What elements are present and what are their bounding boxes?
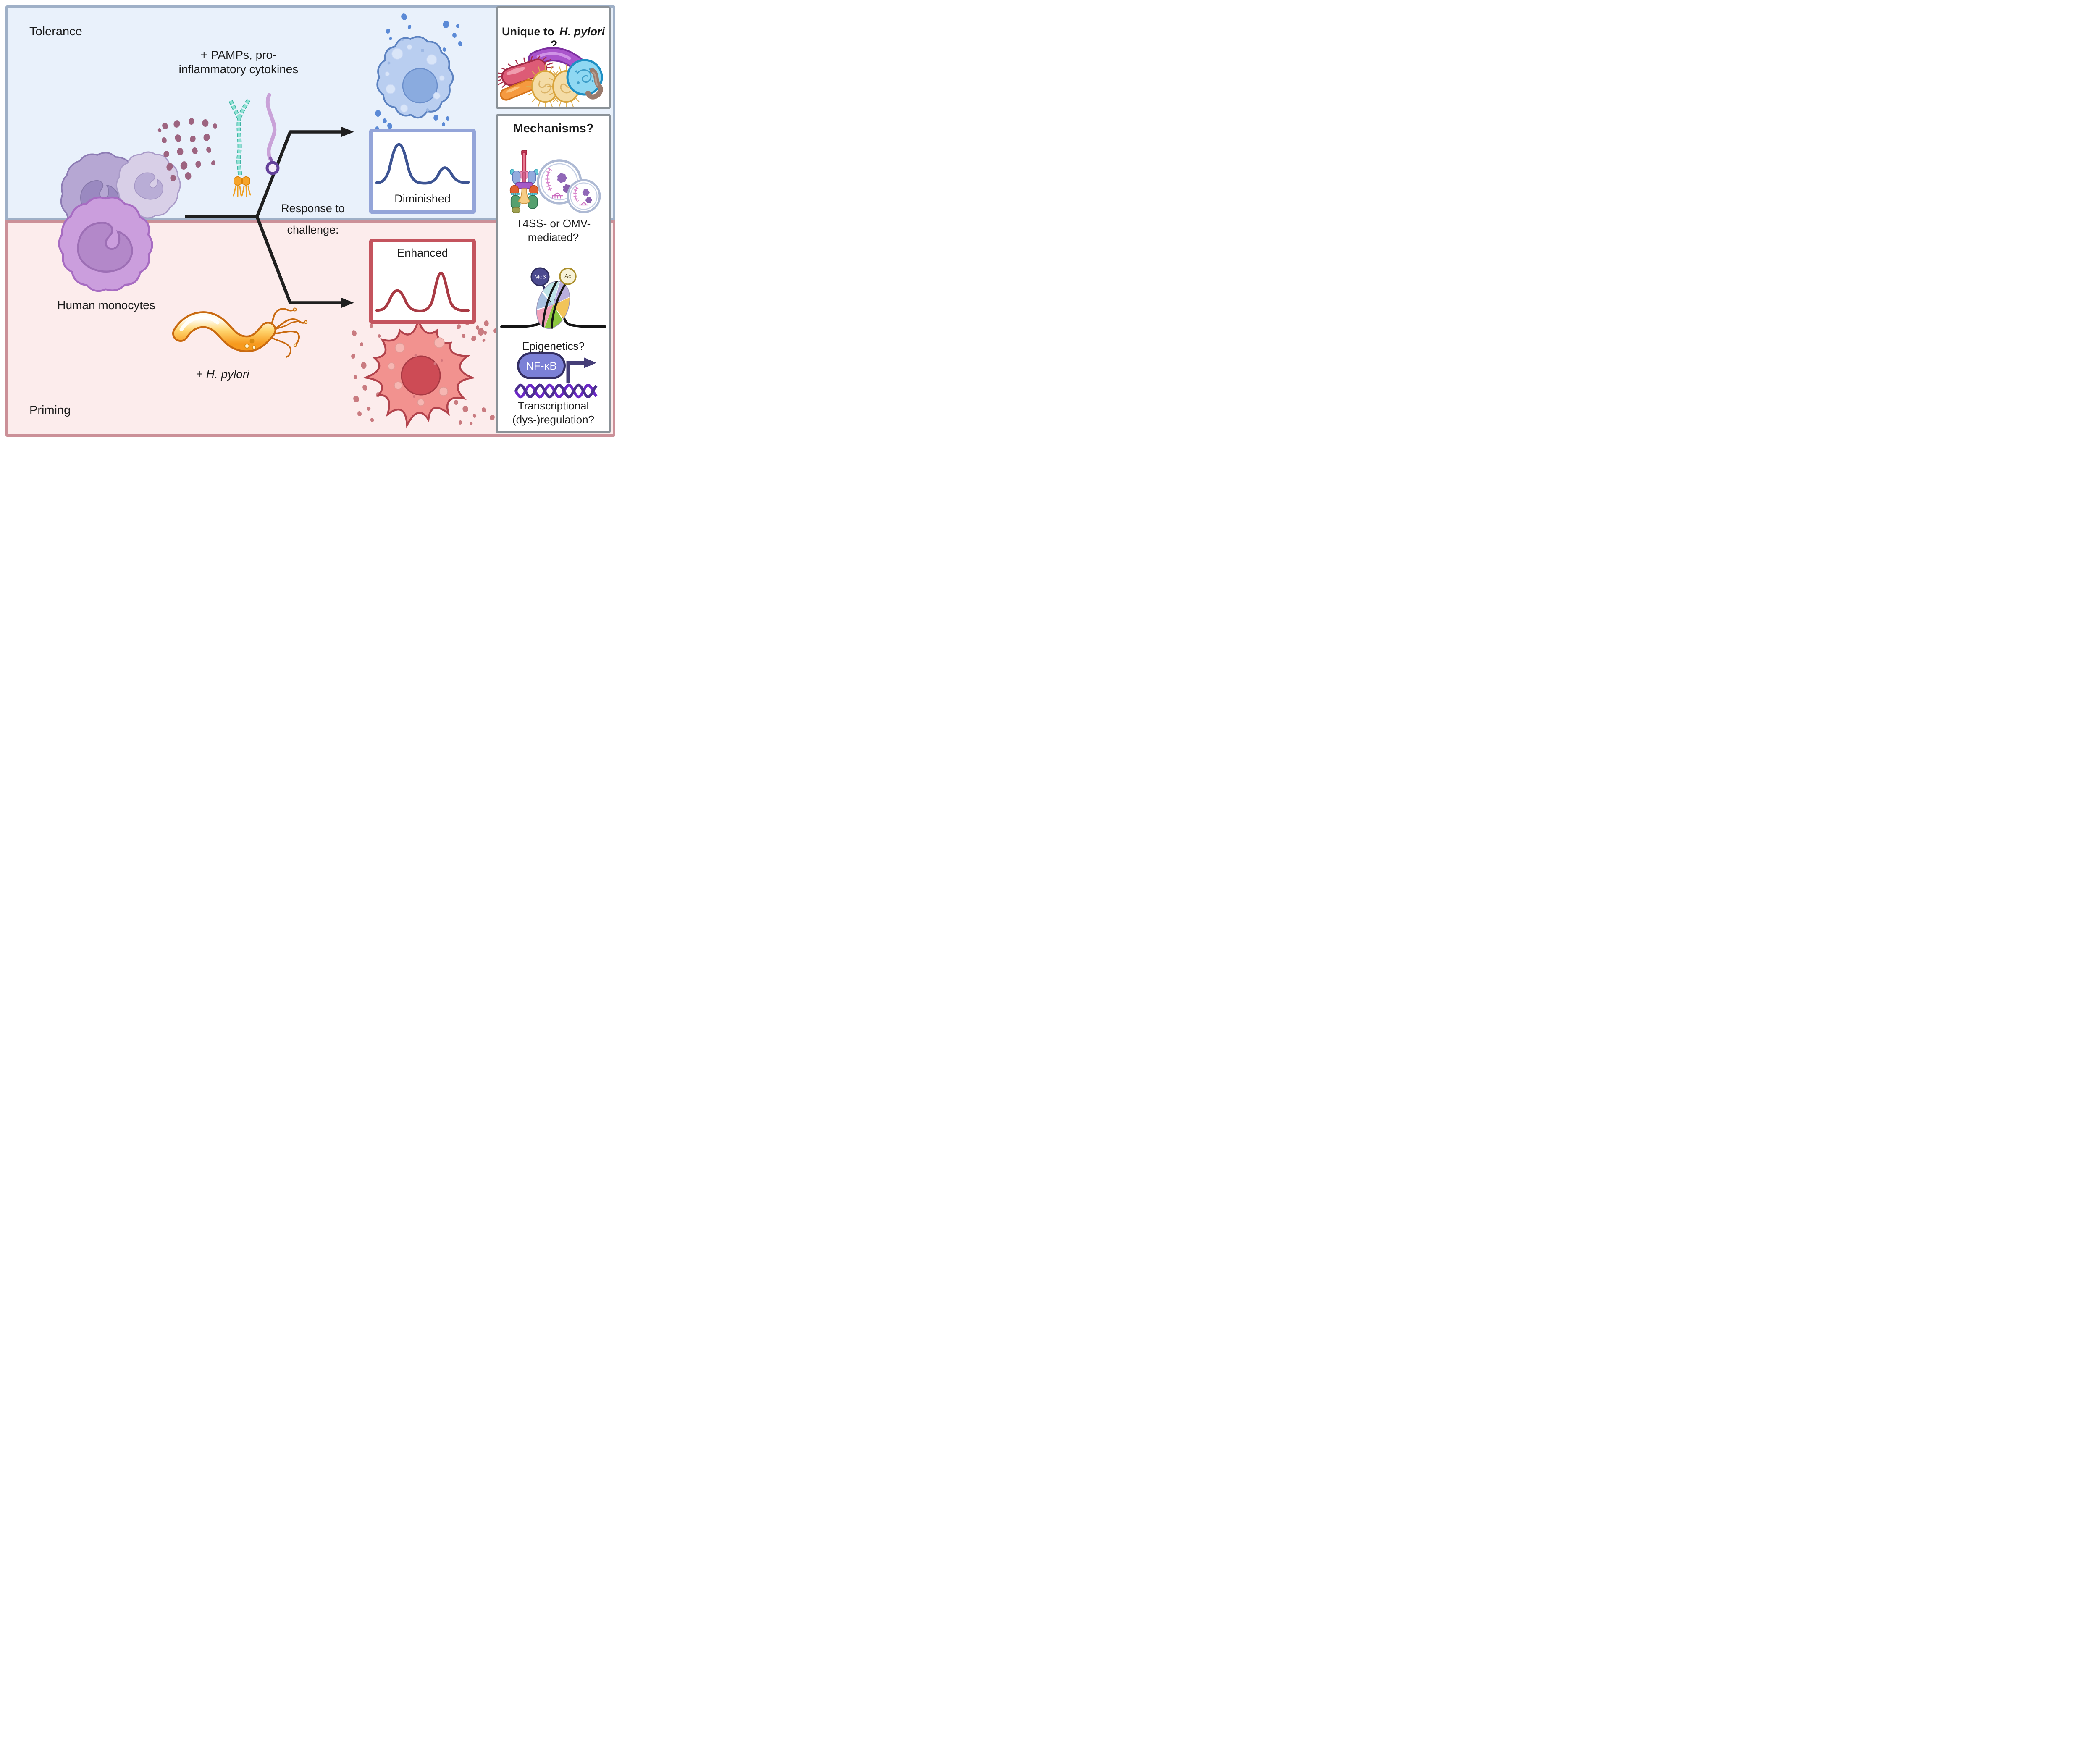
diminished-curve-icon: [375, 143, 470, 185]
hpylori-label-plus: +: [196, 368, 203, 381]
h-pylori-icon: [172, 307, 308, 358]
priming-label: Priming: [29, 404, 71, 417]
monocytes-label: Human monocytes: [57, 299, 155, 312]
response-label-line2: challenge:: [287, 223, 339, 236]
ac-label: Ac: [564, 273, 571, 280]
brown-squiggle-microbe: [585, 68, 603, 100]
unique-to-hpylori-box: Unique to H. pylori ?: [496, 6, 611, 109]
lps-icon: [228, 99, 251, 197]
arrow-to-enhanced: [255, 216, 354, 308]
flagellin-icon: [265, 93, 280, 175]
hpylori-label: + H. pylori: [170, 367, 275, 381]
primed-monocyte-icon: [351, 318, 498, 429]
me3-label: Me3: [534, 273, 546, 280]
nfkb-transcription-icon: [514, 357, 598, 399]
diminished-response-box: Diminished: [369, 129, 476, 214]
hpylori-label-name: H. pylori: [206, 368, 249, 381]
tolerance-label: Tolerance: [29, 25, 82, 38]
unique-title-prefix: Unique to: [501, 25, 554, 38]
me3-mark-icon: [530, 267, 550, 286]
omv-small-icon: [567, 179, 601, 213]
bacteria-cluster-icon: [498, 47, 603, 107]
nucleosome-icon: [536, 280, 570, 329]
response-arrows: [185, 127, 354, 308]
lipid-a: [234, 176, 250, 186]
mechanisms-box: Mechanisms?: [496, 114, 611, 433]
human-monocytes-illustration: [58, 151, 181, 292]
diminished-label: Diminished: [394, 192, 451, 205]
epigenetics-icon: Me3 Ac: [500, 267, 606, 329]
dna-helix-strand2: [514, 383, 598, 399]
enhanced-curve-icon: [375, 271, 470, 312]
main-illustration: [58, 13, 498, 429]
flagella: [268, 308, 306, 358]
diminished-secretion-dots: [375, 13, 462, 139]
transcription-arrow: [566, 361, 585, 383]
enhanced-response-box: Enhanced: [369, 239, 476, 324]
enhanced-label: Enhanced: [397, 247, 448, 259]
epigenetics-label: Epigenetics?: [522, 340, 585, 352]
pamps-label: + PAMPs, pro- inflammatory cytokines: [178, 48, 299, 76]
figure-canvas: Tolerance Priming + PAMPs, pro- inflamma…: [0, 0, 630, 441]
mechanisms-title: Mechanisms?: [513, 122, 594, 135]
unique-title-species: H. pylori: [559, 25, 605, 38]
ac-mark-icon: [559, 268, 577, 285]
nfkb-label: NF-κB: [526, 359, 557, 372]
t4ss-omv-label: T4SS- or OMV- mediated?: [516, 217, 591, 244]
cytokine-dots-icon: [158, 118, 217, 181]
nfkb-pill: NF-κB: [517, 352, 566, 379]
transcription-label: Transcriptional (dys-)regulation?: [512, 399, 595, 426]
t4ss-machine-icon: [509, 150, 539, 213]
t4ss-omv-icon: [509, 150, 601, 213]
tolerized-monocyte-icon: [375, 13, 462, 139]
unique-box-title: Unique to H. pylori ?: [498, 25, 609, 51]
response-label-line1: Response to: [281, 202, 345, 215]
